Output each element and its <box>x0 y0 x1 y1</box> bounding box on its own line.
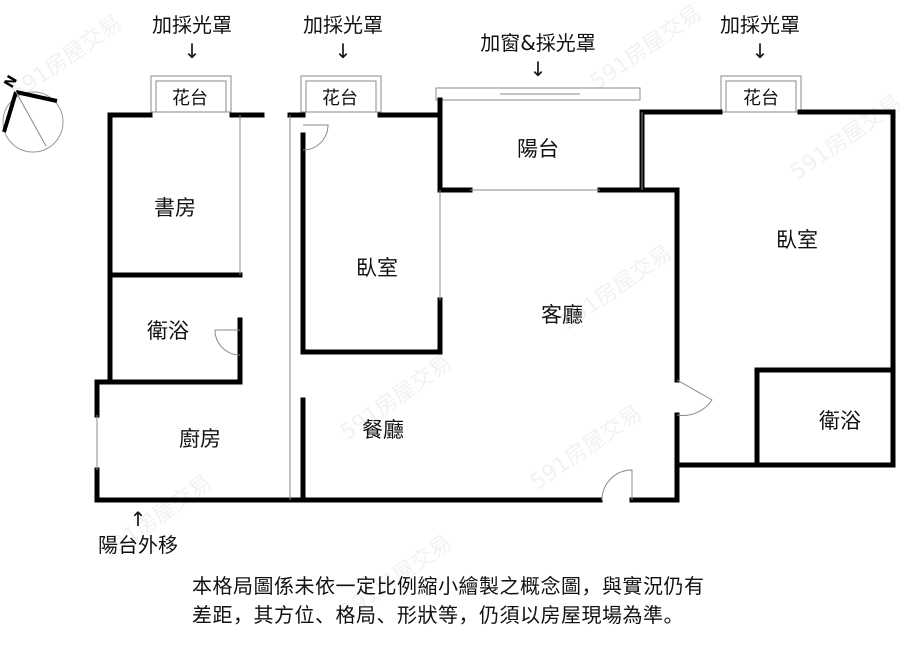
compass-icon: N <box>1 73 64 153</box>
annotation-text: 加採光罩 <box>720 13 800 37</box>
room-label-bathroom: 衛浴 <box>819 409 861 433</box>
arrow-down-icon: ↓ <box>529 57 547 81</box>
room-label-planter: 花台 <box>172 88 208 109</box>
annotation-skylight: 加採光罩 ↓ <box>303 12 383 64</box>
room-label-bedroom: 臥室 <box>776 228 818 252</box>
room-label-living-room: 客廳 <box>541 303 583 327</box>
compass-north-label: N <box>1 73 21 91</box>
room-label-kitchen: 廚房 <box>179 427 221 451</box>
room-label-planter: 花台 <box>743 88 779 109</box>
room-label-dining-room: 餐廳 <box>362 418 404 442</box>
room-label-bedroom: 臥室 <box>356 256 398 280</box>
disclaimer: 本格局圖係未依一定比例縮小繪製之概念圖，與實況仍有 差距，其方位、格局、形狀等，… <box>192 572 705 630</box>
annotation-skylight: 加採光罩 ↓ <box>720 12 800 64</box>
annotation-skylight: 加採光罩 ↓ <box>152 12 232 64</box>
room-label-balcony: 陽台 <box>517 137 559 161</box>
arrow-up-icon: ↑ <box>129 507 147 531</box>
room-label-study: 書房 <box>154 196 196 220</box>
annotation-balcony-moved: ↑ 陽台外移 <box>98 506 178 558</box>
room-label-planter: 花台 <box>322 88 358 109</box>
annotation-text: 加採光罩 <box>303 13 383 37</box>
annotation-text: 加窗&採光罩 <box>480 31 596 55</box>
annotation-text: 陽台外移 <box>98 533 178 557</box>
annotation-text: 加採光罩 <box>152 13 232 37</box>
annotation-window-skylight: 加窗&採光罩 ↓ <box>480 30 596 82</box>
arrow-down-icon: ↓ <box>334 39 352 63</box>
disclaimer-line: 差距，其方位、格局、形狀等，仍須以房屋現場為準。 <box>192 603 684 627</box>
arrow-down-icon: ↓ <box>751 39 769 63</box>
arrow-down-icon: ↓ <box>183 39 201 63</box>
disclaimer-line: 本格局圖係未依一定比例縮小繪製之概念圖，與實況仍有 <box>192 574 705 598</box>
room-label-bathroom: 衛浴 <box>147 319 189 343</box>
